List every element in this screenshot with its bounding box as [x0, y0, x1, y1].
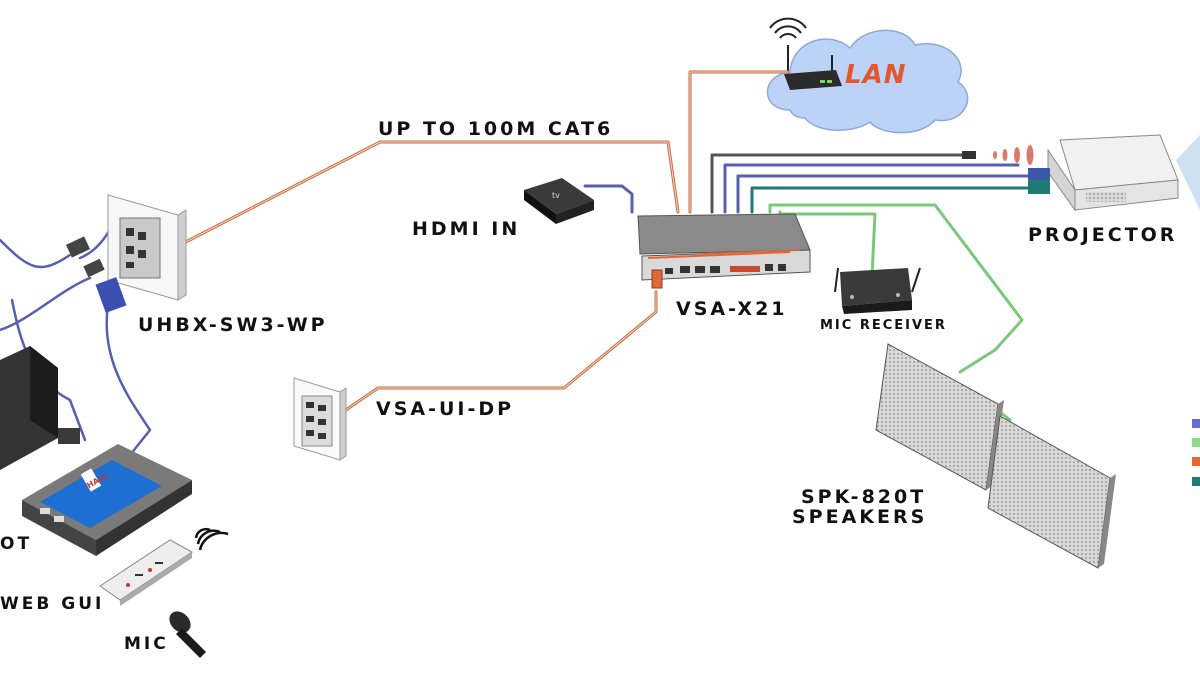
legend-swatch-2: [1192, 438, 1200, 447]
speaker-left: [875, 343, 1004, 491]
main-unit-label: VSA-X21: [676, 298, 788, 320]
projector-label: PROJECTOR: [1028, 224, 1178, 246]
remote-control-device: [99, 527, 229, 606]
speaker-wire-2: [778, 210, 877, 278]
uhbx-wallplate-device: [107, 194, 187, 301]
wallplate-label: UHBX-SW3-WP: [138, 314, 328, 336]
ui-panel-wire: [338, 290, 658, 416]
speakers-label: SPEAKERS: [792, 506, 928, 528]
vga-connector-icon: [95, 277, 127, 313]
mic-label: MIC: [124, 634, 169, 654]
lan-cloud: [766, 29, 969, 134]
legend-swatch-1: [1192, 419, 1200, 428]
speaker-wire-1: [768, 203, 1024, 374]
lan-label: LAN: [845, 60, 907, 90]
speaker-right: [987, 415, 1116, 569]
projector-hdmi-wire: [710, 153, 967, 214]
media-player-icon: tv: [524, 178, 594, 224]
router-icon: [769, 17, 842, 90]
partial-device-left: [0, 346, 58, 470]
vsa-ui-panel-device: [293, 377, 347, 461]
hdmi-in-label: HDMI IN: [412, 218, 521, 240]
projector-vga-wire: [736, 174, 1032, 214]
touch-panel-device: [22, 428, 192, 556]
hdmi-in-wire: [583, 184, 634, 214]
projector-hdbaset-wire: [723, 163, 1020, 214]
mic-receiver-device: [834, 267, 921, 314]
partial-label-ot: OT: [0, 534, 33, 554]
cable-runs: [0, 70, 1037, 457]
vsa-x21-device: [637, 213, 811, 289]
legend-swatch-3: [1192, 457, 1200, 466]
ui-panel-label: VSA-UI-DP: [376, 398, 515, 420]
web-gui-label: WEB GUI: [0, 594, 105, 614]
legend-swatch-4: [1192, 477, 1200, 486]
handheld-mic-device: [169, 611, 206, 658]
hdmi-connector-icon: [65, 236, 105, 278]
svg-text:tv: tv: [552, 191, 560, 200]
projector-control-wire: [750, 186, 1037, 214]
projector-device: [962, 134, 1200, 212]
speakers-model-label: SPK-820T: [801, 486, 927, 508]
mic-receiver-label: MIC RECEIVER: [820, 318, 947, 333]
cable-run-label: UP TO 100M CAT6: [378, 118, 614, 140]
